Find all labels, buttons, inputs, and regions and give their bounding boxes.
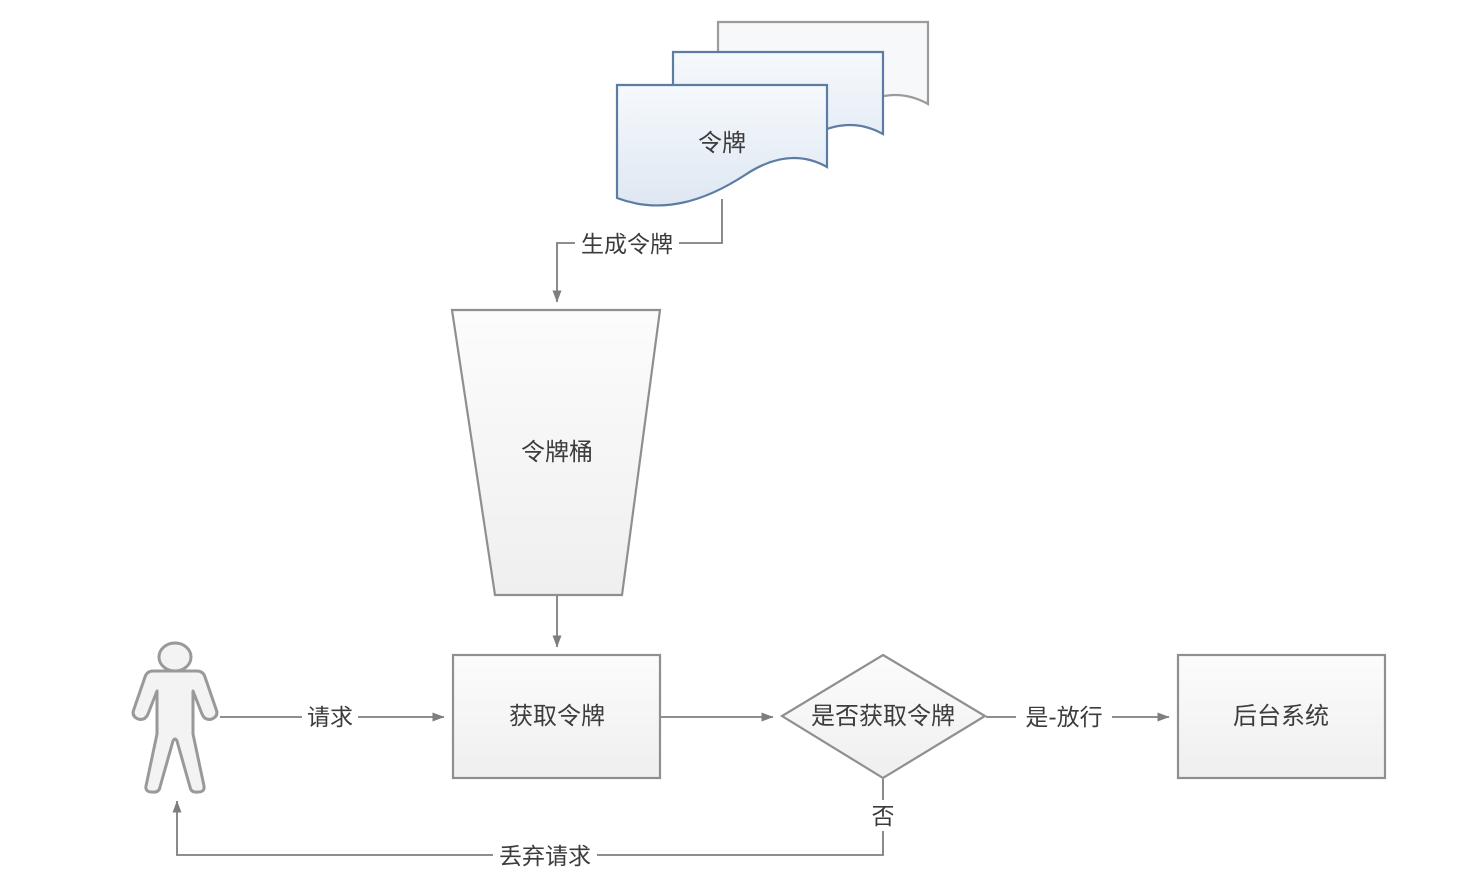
node-backend-system: 后台系统 xyxy=(1176,653,1387,780)
person-head xyxy=(157,641,193,673)
token-bucket-shape xyxy=(450,308,662,597)
edge-label-request: 请求 xyxy=(302,701,358,732)
edge-label-no: 否 xyxy=(868,800,898,831)
edge-label-bg xyxy=(493,840,597,869)
node-token-documents: 令牌 xyxy=(615,20,930,207)
document-front xyxy=(615,83,829,207)
edge-label-bg xyxy=(1016,701,1112,732)
edge-label-bg xyxy=(868,800,898,831)
connectors xyxy=(172,199,1170,856)
acquire-token-shape xyxy=(451,653,662,780)
edge-label-generate-token: 生成令牌 xyxy=(575,228,679,259)
edge-label-bg xyxy=(575,228,679,259)
edge-labels: 生成令牌 请求 是-放行 否 丢弃请求 xyxy=(302,228,1112,869)
node-decision: 是否获取令牌 xyxy=(779,653,988,780)
generate-token-text: 生成令牌 xyxy=(581,232,673,258)
node-token-bucket: 令牌桶 xyxy=(450,308,662,597)
token-documents-label: 令牌 xyxy=(698,129,746,157)
edge-label-discard-request: 丢弃请求 xyxy=(493,840,597,869)
person-body xyxy=(131,669,219,794)
edge-label-yes-pass: 是-放行 xyxy=(1016,701,1112,732)
discard-request-text: 丢弃请求 xyxy=(499,844,591,869)
acquire-token-label: 获取令牌 xyxy=(509,702,605,730)
edge-label-bg xyxy=(302,701,358,732)
node-acquire-token: 获取令牌 xyxy=(451,653,662,780)
decision-label: 是否获取令牌 xyxy=(811,702,955,730)
yes-pass-text: 是-放行 xyxy=(1025,705,1102,731)
backend-system-shape xyxy=(1176,653,1387,780)
request-text: 请求 xyxy=(307,705,353,731)
node-user-actor xyxy=(131,641,219,794)
token-bucket-label: 令牌桶 xyxy=(521,438,593,466)
decision-shape xyxy=(779,653,988,780)
no-text: 否 xyxy=(872,804,895,830)
backend-system-label: 后台系统 xyxy=(1233,702,1329,730)
